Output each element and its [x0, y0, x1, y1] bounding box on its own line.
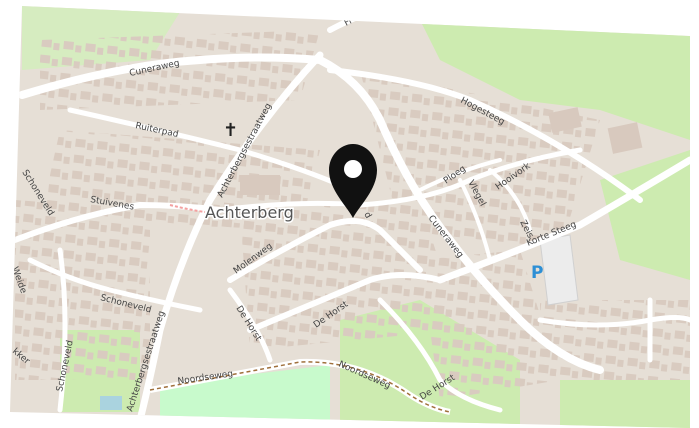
parking-icon[interactable]: P	[531, 263, 543, 283]
water-pool	[100, 396, 122, 410]
church-icon: ✝	[223, 120, 238, 141]
building-large	[240, 175, 280, 195]
road-hooivork	[488, 168, 532, 232]
place-label: Achterberg	[205, 203, 294, 222]
road-stuivenes	[12, 202, 223, 243]
street-label: d	[361, 211, 373, 221]
building-cluster-west	[15, 200, 150, 380]
road-network	[12, 13, 690, 424]
road-de-horst	[247, 272, 443, 333]
building-cluster-far-southeast	[540, 300, 690, 380]
road-ruiterpad	[67, 107, 343, 188]
grass-area-northeast	[420, 20, 690, 140]
road-achterbergsestraatweg	[136, 51, 324, 424]
building-cluster-southeast	[420, 250, 560, 400]
road-de-horst-south	[227, 287, 273, 363]
road-ploeg	[418, 158, 502, 192]
building-large	[607, 122, 643, 154]
road-main-east	[217, 147, 583, 213]
footpath-pink	[169, 204, 206, 213]
building-cluster-east	[360, 70, 600, 250]
road-noordseweg-track	[149, 361, 451, 413]
grass-area-east	[600, 150, 690, 280]
road-de-horst-southeast	[377, 297, 503, 413]
grass-area-southeast	[560, 380, 690, 428]
road-korte-steeg	[436, 156, 690, 284]
location-pin-icon[interactable]	[329, 144, 377, 218]
building-cluster-north	[40, 30, 320, 110]
road-east-loop	[537, 315, 690, 328]
road-hogesteeg	[327, 67, 643, 203]
road-schoneveld-vertical	[57, 247, 68, 413]
road-cuneraweg	[18, 53, 604, 374]
road-vlegel	[458, 178, 492, 262]
road-molenweg	[227, 218, 423, 283]
building-large	[548, 107, 582, 133]
road-schoneveld	[27, 257, 203, 313]
